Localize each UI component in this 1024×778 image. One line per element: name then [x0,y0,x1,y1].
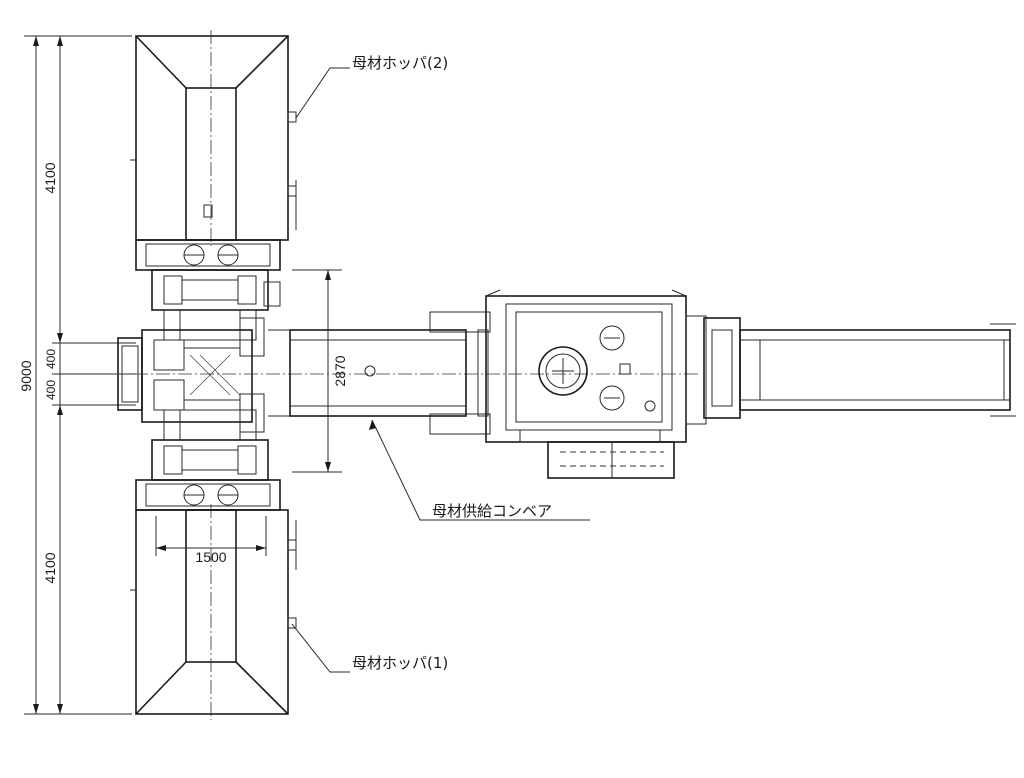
dim-total-height: 9000 [18,360,34,391]
leader-lines [291,67,590,673]
output-conveyor [703,317,1016,419]
dim-hopper-2-height: 4100 [42,162,58,193]
main-unit [477,289,707,443]
hopper-2-feeder [135,239,281,341]
label-conveyor: 母材供給コンベア [432,502,552,520]
dim-gap-upper: 400 [44,349,58,369]
dim-center-span: 2870 [332,355,348,386]
label-hopper-1: 母材ホッパ(1) [352,654,448,672]
hopper-width-dimension [155,516,267,556]
overall-dimension-lines [24,35,136,715]
control-panel [547,441,675,479]
hopper-1-feeder [135,409,281,511]
hopper-2 [130,30,297,246]
label-hopper-2: 母材ホッパ(2) [352,54,448,72]
dim-hopper-1-height: 4100 [42,552,58,583]
dim-hopper-width: 1500 [195,549,226,565]
central-junction [112,317,700,433]
dim-gap-lower: 400 [44,380,58,400]
hopper-1 [130,504,297,720]
center-span-dimension [292,269,342,473]
feed-conveyor [268,311,491,435]
